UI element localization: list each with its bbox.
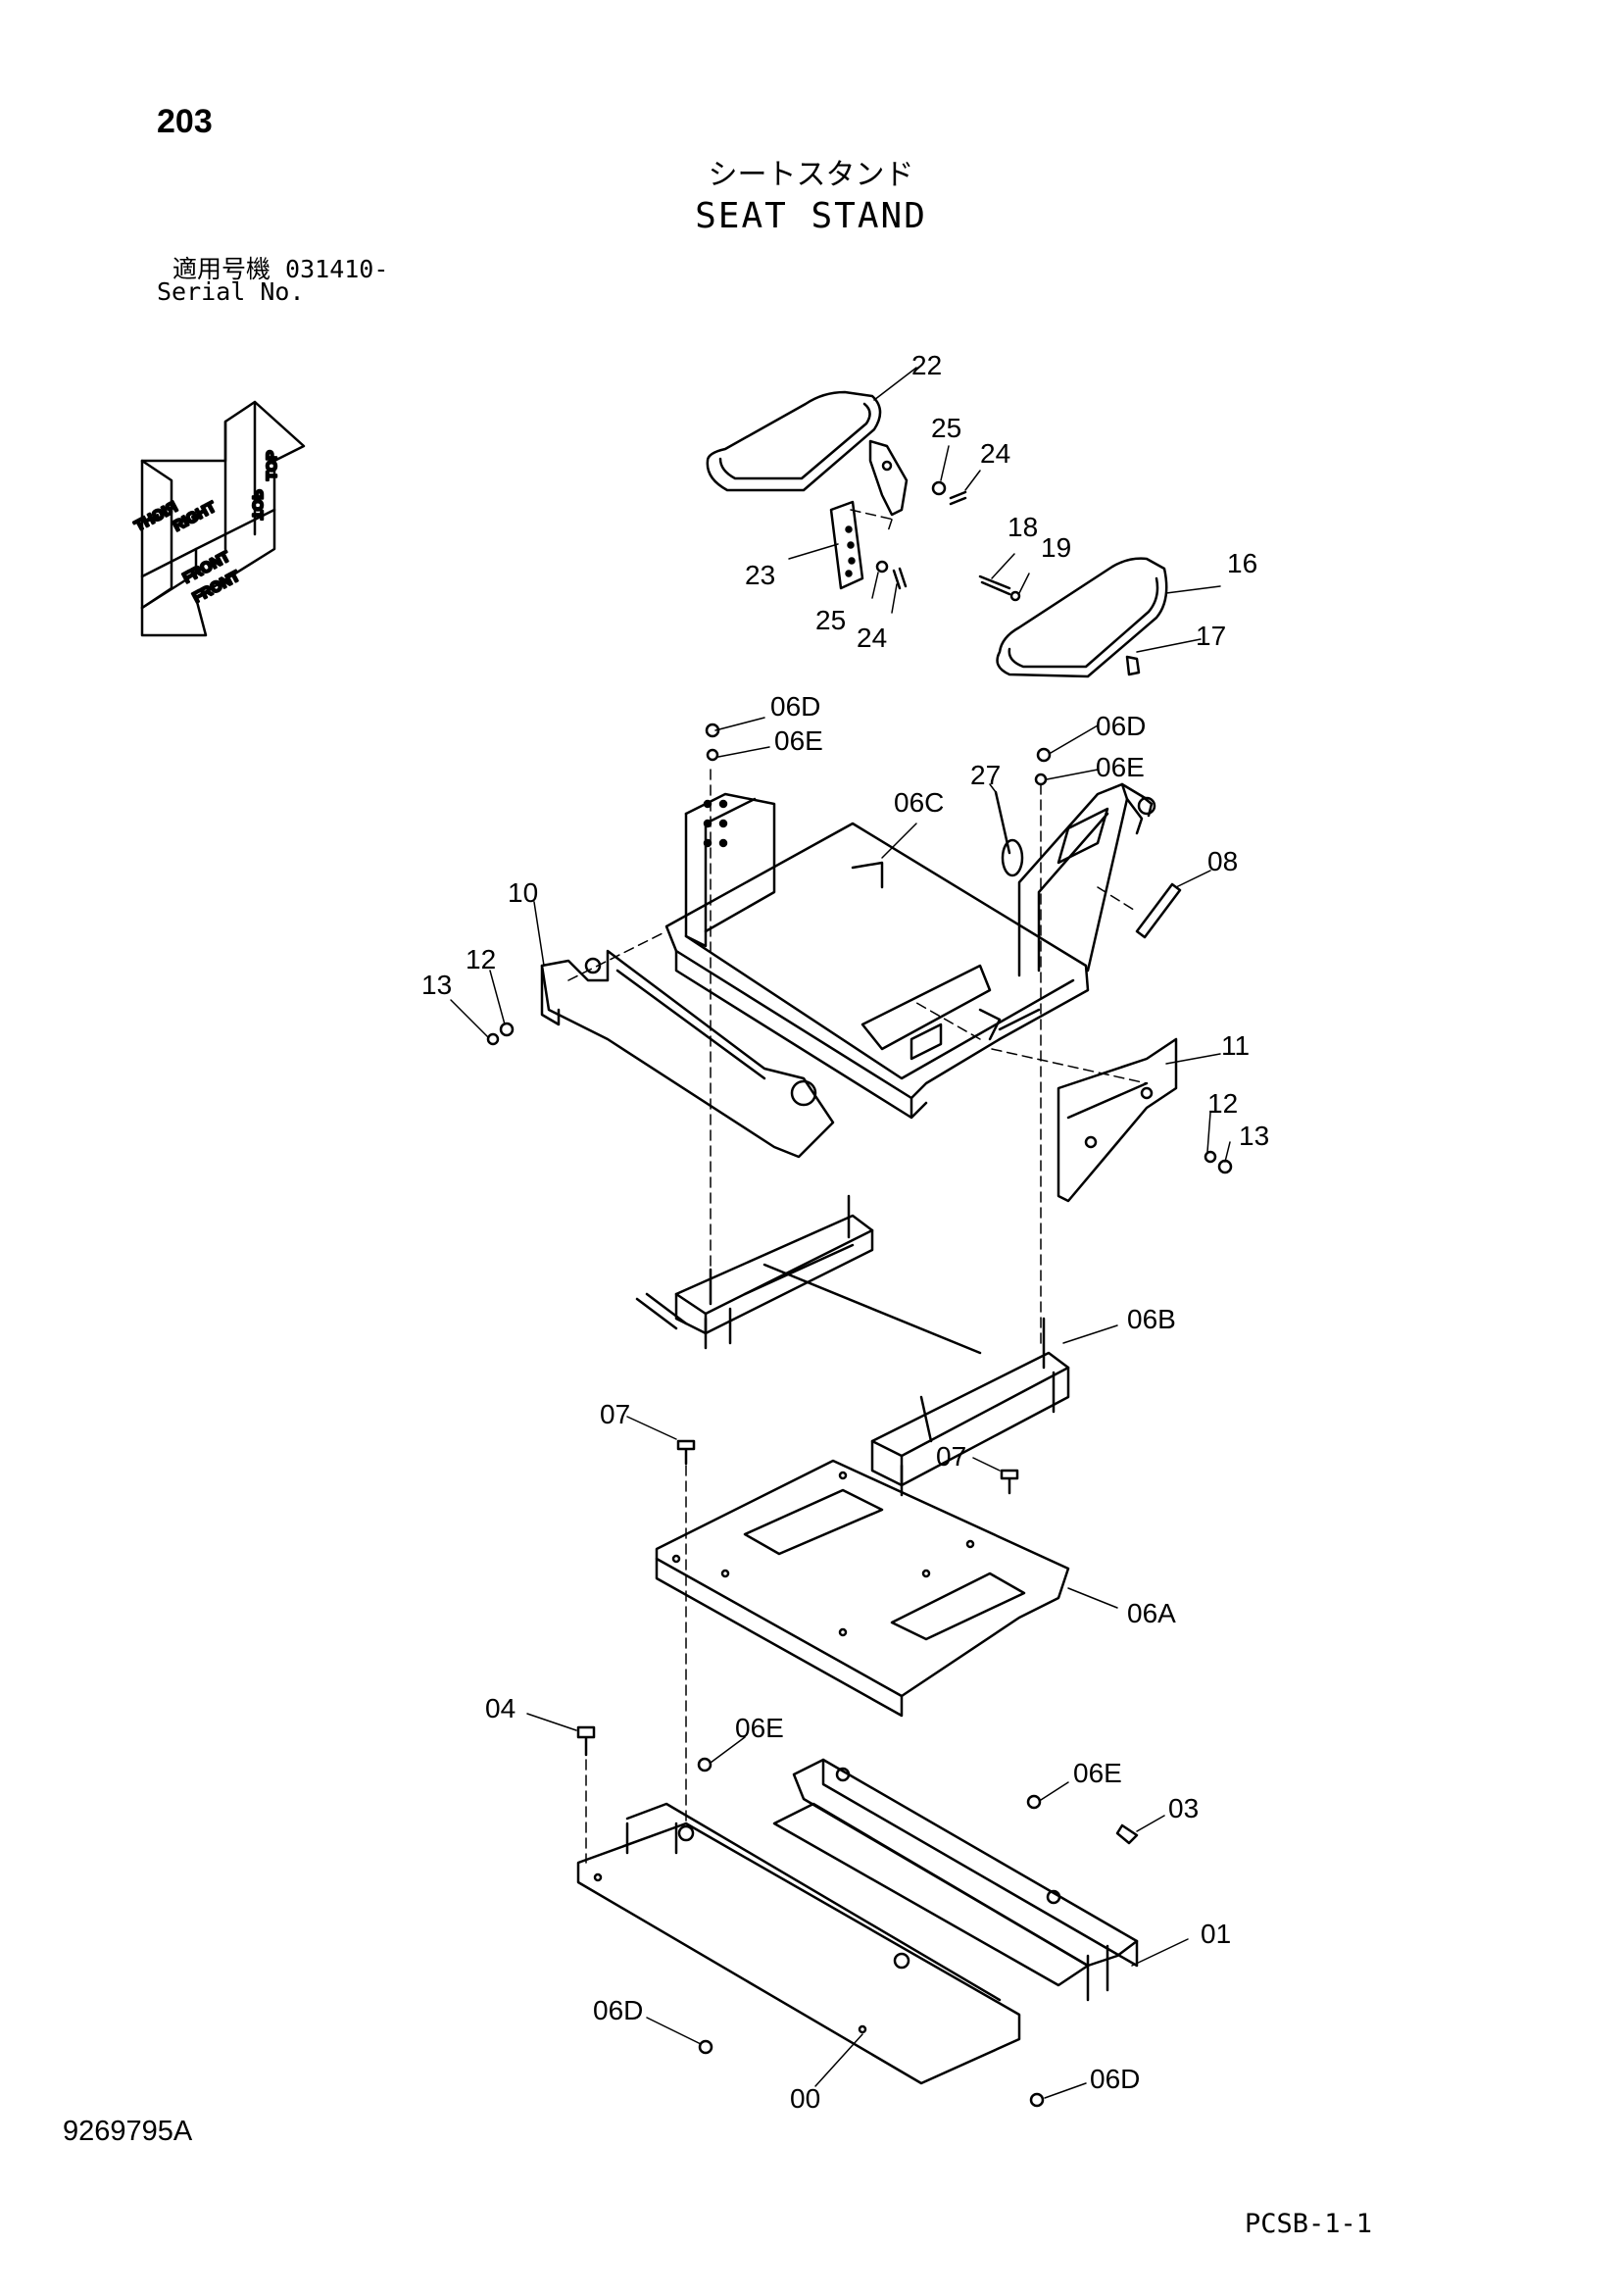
callout-06E-left: 06E <box>774 725 823 756</box>
callout-06D-bottom-2: 06D <box>1090 2064 1140 2094</box>
bolts-24-25 <box>875 480 967 590</box>
callout-18: 18 <box>1008 512 1038 542</box>
callout-06D-right: 06D <box>1096 711 1146 741</box>
wire-27 <box>994 790 1024 877</box>
cover-11 <box>1057 1037 1178 1203</box>
direction-top: TOP <box>264 450 280 480</box>
callout-06E-right: 06E <box>1096 752 1145 782</box>
seat-frame-06C <box>664 782 1156 1120</box>
callout-19: 19 <box>1041 532 1071 563</box>
callout-00: 00 <box>790 2083 820 2114</box>
armrest-right <box>978 557 1168 678</box>
callout-27: 27 <box>970 760 1001 790</box>
callout-06A: 06A <box>1127 1598 1176 1628</box>
callout-17: 17 <box>1196 621 1226 651</box>
callout-25a: 25 <box>931 413 961 443</box>
callout-25b: 25 <box>815 605 846 635</box>
leader-lines <box>450 367 1231 2099</box>
serial-label-english: Serial No. <box>157 277 305 306</box>
title-english: SEAT STAND <box>695 196 927 236</box>
callout-06B: 06B <box>1127 1304 1176 1334</box>
slide-rail-left <box>635 1194 874 1350</box>
spring-08 <box>1135 882 1182 939</box>
slide-rail-right <box>762 1263 1070 1497</box>
serial-label-japanese: 適用号機 031410- <box>172 255 389 283</box>
callout-07-right: 07 <box>936 1441 966 1472</box>
callout-04: 04 <box>485 1693 516 1723</box>
callout-labels: 22 25 24 23 25 24 18 19 16 17 06D 06E 06… <box>421 350 1269 2114</box>
page-code: PCSB-1-1 <box>1245 2209 1373 2239</box>
bracket-01 <box>772 1758 1139 2002</box>
bolts-07 <box>676 1439 1019 1495</box>
callout-24b: 24 <box>857 623 887 653</box>
bracket-00 <box>576 1802 1021 2085</box>
armrest-left <box>706 390 909 517</box>
washers-12-13 <box>486 1022 1233 1174</box>
orientation-indicator: RIGHT RIGHT TOP TOP FRONT FRONT <box>130 400 306 637</box>
title-japanese: シートスタンド <box>708 158 914 192</box>
callout-01: 01 <box>1201 1919 1231 1949</box>
callout-13-right: 13 <box>1239 1121 1269 1151</box>
callout-08: 08 <box>1207 846 1238 876</box>
base-plate-06A <box>655 1459 1070 1718</box>
callout-23: 23 <box>745 560 775 590</box>
callout-07-left: 07 <box>600 1399 630 1429</box>
callout-12-left: 12 <box>466 944 496 974</box>
callout-06D-left: 06D <box>770 691 820 722</box>
cover-10 <box>540 949 835 1159</box>
direction-right: RIGHT <box>171 499 219 535</box>
callout-06E-bottom-2: 06E <box>1073 1758 1122 1788</box>
callout-03: 03 <box>1168 1793 1199 1823</box>
page-number: 203 <box>157 103 213 140</box>
callout-16: 16 <box>1227 548 1257 578</box>
direction-right-mirror: RIGHT <box>132 499 180 535</box>
alignment-lines <box>567 509 1148 1864</box>
callout-06C: 06C <box>894 787 944 818</box>
fasteners <box>576 723 1139 2108</box>
callout-11: 11 <box>1221 1030 1250 1061</box>
callout-06D-bottom-1: 06D <box>593 1995 643 2025</box>
armrest-bracket-23 <box>829 500 864 590</box>
callout-22: 22 <box>911 350 942 380</box>
direction-top-mirror: TOP <box>249 489 266 520</box>
callout-24a: 24 <box>980 438 1010 469</box>
document-code: 9269795A <box>63 2116 193 2147</box>
callout-06E-bottom-1: 06E <box>735 1713 784 1743</box>
callout-12-right: 12 <box>1207 1088 1238 1119</box>
callout-13-left: 13 <box>421 970 452 1000</box>
callout-10: 10 <box>508 877 538 908</box>
